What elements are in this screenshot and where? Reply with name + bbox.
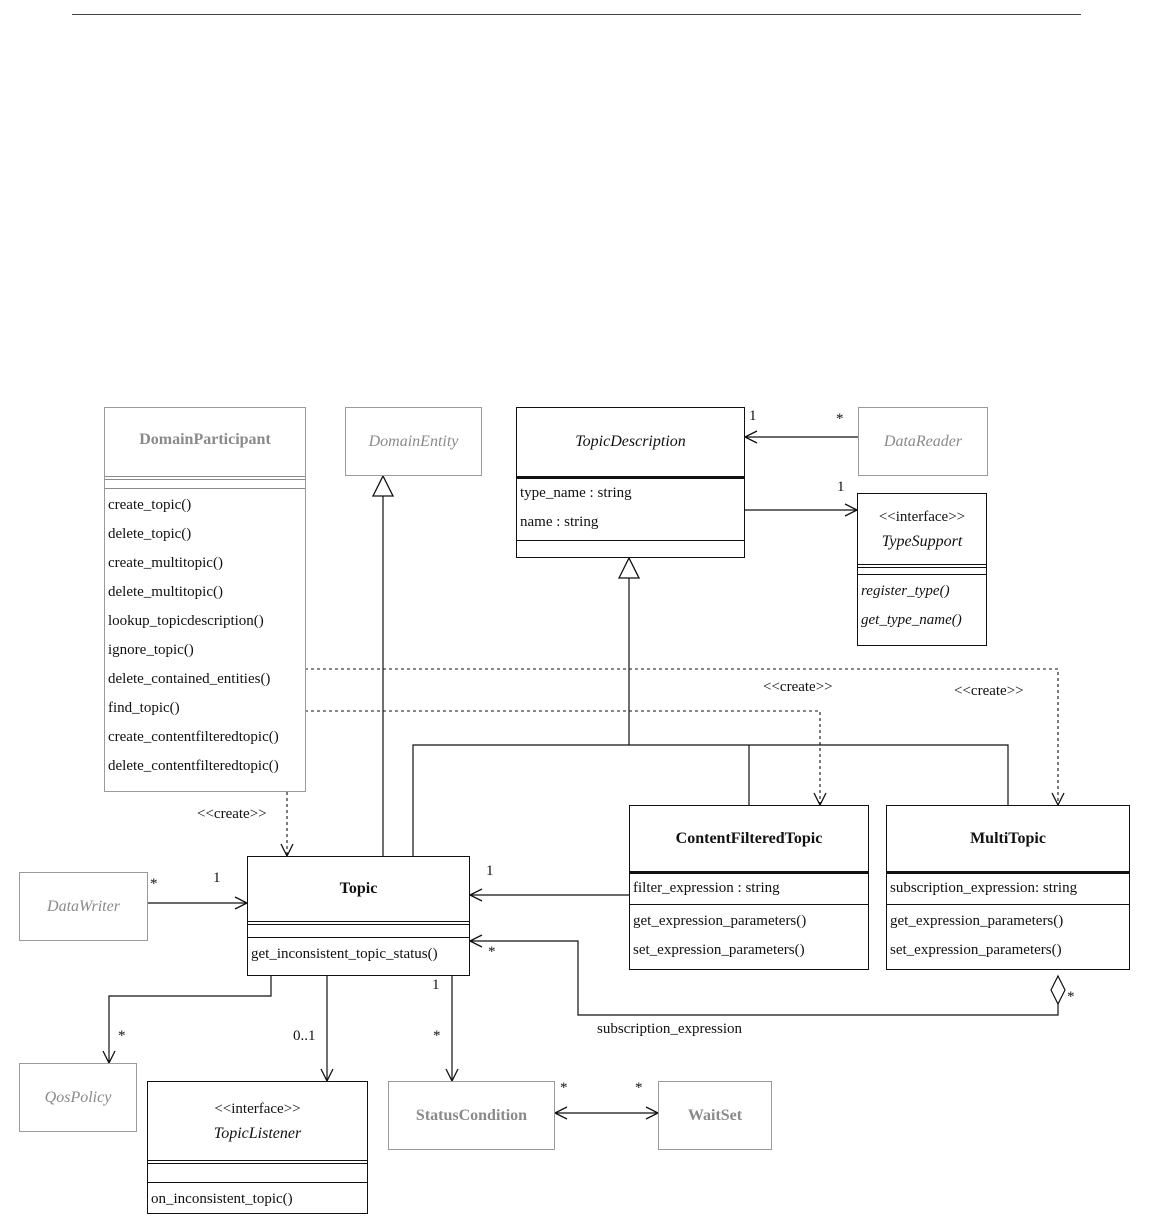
waitset-name: WaitSet [687,1106,743,1124]
operation-row: delete_multitopic() [108,584,223,600]
operation-row: delete_contentfilteredtopic() [108,758,279,774]
create-topic-label: <<create>> [197,806,267,822]
attribute-row: filter_expression : string [633,880,780,896]
operation-row: lookup_topicdescription() [108,613,264,629]
attribute-row: type_name : string [520,485,632,501]
operation-row: delete_topic() [108,526,192,542]
topic-operations: get_inconsistent_topic_status() [248,937,469,971]
datawriter-name: DataWriter [47,897,120,915]
operation-row: create_multitopic() [108,555,223,571]
operation-row: ignore_topic() [108,642,194,658]
operation-row: get_expression_parameters() [890,913,1064,929]
attribute-row: subscription_expression: string [890,880,1078,896]
top-rule [72,14,1081,15]
generalization-tree-line [412,744,1009,856]
create-multitopic-label: <<create>> [954,683,1024,699]
operation-row: find_topic() [108,700,180,716]
topicdescription-class[interactable]: TopicDescription type_name : string name… [516,407,745,558]
qospolicy-association-line [109,976,272,1063]
multiplicity-label: * [1067,989,1075,1005]
multiplicity-label: 1 [749,408,757,424]
multiplicity-label: * [836,411,844,427]
typesupport-stereotype: <<interface>> [878,509,966,525]
attribute-separator [148,1160,367,1164]
qospolicy-name: QosPolicy [44,1088,112,1106]
typesupport-name: TypeSupport [881,533,963,550]
typesupport-interface[interactable]: <<interface>> TypeSupport register_type(… [857,493,987,646]
cft-attributes: filter_expression : string [630,871,868,904]
operation-row: set_expression_parameters() [890,942,1062,958]
multiplicity-label: * [118,1028,126,1044]
datawriter-class[interactable]: DataWriter [19,872,148,941]
aggregation-diamond [1050,974,1066,1006]
datareader-name: DataReader [883,432,963,450]
domainparticipant-class[interactable]: DomainParticipant create_topic() delete_… [104,407,306,792]
domainparticipant-name: DomainParticipant [139,431,271,448]
topicdescription-attributes: type_name : string name : string [517,476,744,540]
operation-row: create_topic() [108,497,192,513]
domainentity-name: DomainEntity [368,432,459,450]
attribute-separator [248,921,469,925]
attribute-separator [858,564,986,568]
subscription-expression-label: subscription_expression [597,1021,742,1037]
create-contentfilteredtopic-dependency [305,710,820,805]
multiplicity-label: 1 [432,977,440,993]
contentfilteredtopic-name: ContentFilteredTopic [675,829,823,847]
statuscondition-class[interactable]: StatusCondition [388,1081,555,1150]
topiclistener-name: TopicListener [213,1125,302,1142]
topic-name: Topic [339,880,378,897]
domainparticipant-operations: create_topic() delete_topic() create_mul… [105,488,305,783]
attribute-separator [105,476,305,480]
multitopic-attributes: subscription_expression: string [887,871,1129,904]
operation-row: get_inconsistent_topic_status() [251,946,438,962]
create-cft-label: <<create>> [763,679,833,695]
qospolicy-class[interactable]: QosPolicy [19,1063,137,1132]
topic-class[interactable]: Topic get_inconsistent_topic_status() [247,856,470,976]
multiplicity-label: * [150,876,158,892]
multiplicity-label: 0..1 [293,1028,316,1044]
multitopic-class[interactable]: MultiTopic subscription_expression: stri… [886,805,1130,970]
attribute-row: name : string [520,514,599,530]
operation-row: on_inconsistent_topic() [151,1191,293,1207]
waitset-class[interactable]: WaitSet [658,1081,772,1150]
multiplicity-label: * [433,1028,441,1044]
operation-row: register_type() [861,583,950,599]
multiplicity-label: 1 [486,863,494,879]
topicdescription-operations [517,540,744,556]
topiclistener-stereotype: <<interface>> [214,1101,301,1117]
operation-row: get_type_name() [861,612,962,628]
contentfilteredtopic-class[interactable]: ContentFilteredTopic filter_expression :… [629,805,869,970]
multiplicity-label: 1 [837,479,845,495]
operation-row: delete_contained_entities() [108,671,271,687]
topiclistener-interface[interactable]: <<interface>> TopicListener on_inconsist… [147,1081,368,1214]
multiplicity-label: 1 [213,870,221,886]
statuscondition-name: StatusCondition [415,1106,528,1124]
multitopic-operations: get_expression_parameters() set_expressi… [887,904,1129,967]
create-multitopic-dependency [305,668,1058,805]
multitopic-name: MultiTopic [970,829,1046,847]
domainentity-class[interactable]: DomainEntity [345,407,482,476]
cft-operations: get_expression_parameters() set_expressi… [630,904,868,967]
topicdescription-name: TopicDescription [575,433,686,450]
operation-row: get_expression_parameters() [633,913,807,929]
multiplicity-label: * [488,944,496,960]
datareader-class[interactable]: DataReader [858,407,988,476]
multiplicity-label: * [635,1080,643,1096]
typesupport-operations: register_type() get_type_name() [858,574,986,637]
topiclistener-operations: on_inconsistent_topic() [148,1182,367,1216]
operation-row: create_contentfilteredtopic() [108,729,279,745]
multiplicity-label: * [560,1080,568,1096]
operation-row: set_expression_parameters() [633,942,805,958]
